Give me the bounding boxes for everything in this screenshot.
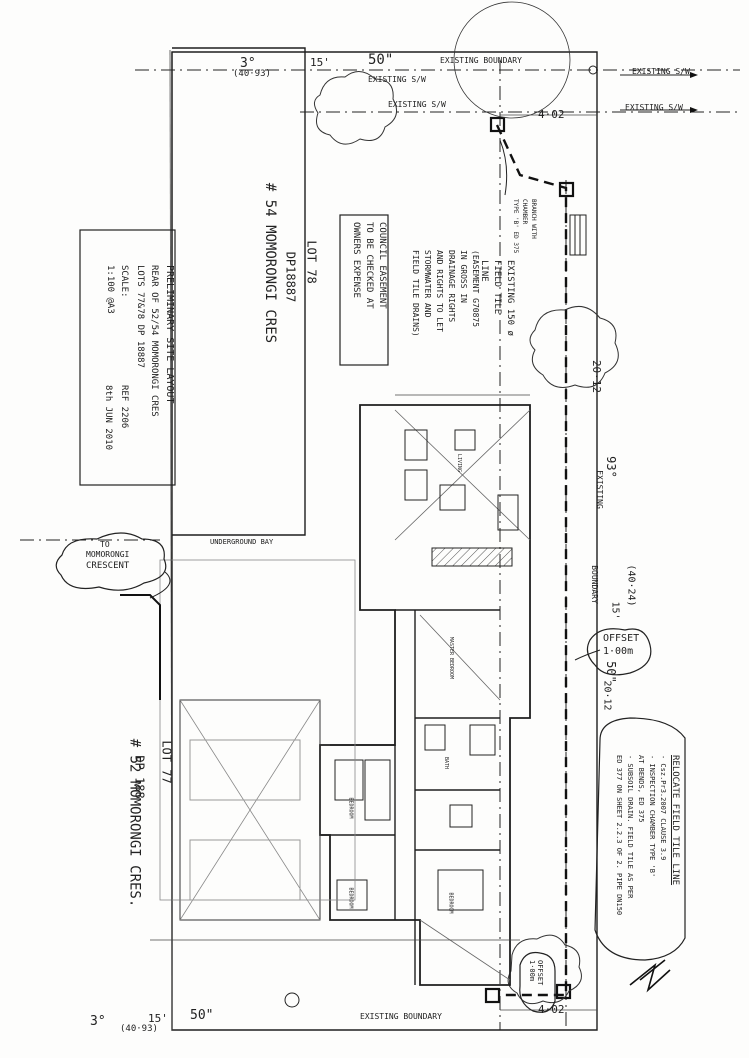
top-seconds-label: 50": [368, 52, 394, 68]
right-boundary-label: BOUNDARY: [589, 565, 599, 604]
house-footprint: [319, 404, 531, 986]
fence-marker: [569, 214, 587, 256]
address54-label: # 54 MOMORONGI CRES: [262, 182, 279, 344]
garage-outline: [159, 559, 356, 921]
dp78-label: DP18887: [283, 251, 298, 303]
bottom-bearing-value-label: (40·93): [120, 1024, 158, 1034]
trees: [314, 1, 619, 1005]
chamber-note: BRANCH WITH CHAMBER TYPE 'B' ED 375: [503, 199, 537, 279]
address52-label: # 52 MOMORONGI CRES.: [126, 738, 143, 908]
title-line-4: SCALE:: [119, 265, 129, 298]
driveway: [120, 594, 161, 700]
right-dim-5: 20·12: [601, 680, 613, 711]
title-line-3: LOTS 77&78 DP 18887: [135, 265, 145, 368]
easement-line-4: AND RIGHTS TO LET: [435, 250, 444, 332]
room-bedroom-3: BEDROOM: [447, 892, 454, 914]
bottom-bearing-label: 3°: [90, 1014, 106, 1029]
stormwater-label-1: EXISTING S/W: [368, 75, 426, 84]
top-boundary-label: EXISTING BOUNDARY: [440, 56, 522, 65]
stormwater-label-4: EXISTING S/W: [625, 103, 683, 112]
callout-bubbles: [55, 214, 686, 1013]
lot77-label: LOT 77: [159, 740, 174, 784]
easement-line-3: DRAINAGE RIGHTS: [447, 250, 456, 323]
chamber-line-1: BRANCH WITH: [530, 199, 537, 239]
title-line-6: REF 2206: [119, 385, 129, 429]
room-bedroom-2: BEDROOM: [347, 887, 354, 909]
easement-note: (EASEMENT G70875 IN GROSS IN DRAINAGE RI…: [400, 250, 480, 390]
council-line-2: TO BE CHECKED AT: [364, 222, 374, 309]
chamber-line-2: CHAMBER: [521, 199, 528, 225]
top-bearing-value-label: (40·93): [233, 69, 271, 79]
right-existing-label: EXISTING: [594, 470, 604, 509]
right-dim-3: 15': [609, 601, 621, 620]
top-bearing-label: 3°: [240, 56, 256, 71]
room-living: LIVING: [456, 453, 463, 473]
right-dim-1: 20·12: [590, 359, 604, 394]
to-street-note: TO MOMORONGI CRESCENT: [78, 540, 168, 580]
underground-bay-label: UNDERGROUND BAY: [210, 538, 274, 546]
chamber-line-3: TYPE 'B' ED 375: [512, 199, 519, 254]
survey-marks: [284, 65, 598, 1008]
bottom-boundary-label: EXISTING BOUNDARY: [360, 1012, 442, 1021]
easement-line-6: FIELD TILE DRAINS): [411, 250, 420, 337]
relocate-note: RELOCATE FIELD TILE LINE - Csz.Pr3.2007 …: [600, 755, 680, 945]
leader-arrows: [149, 74, 690, 661]
stormwater-label-3: EXISTING S/W: [632, 67, 690, 76]
right-bearing-label: 93°: [603, 456, 618, 478]
title-line-5: 1:100 @A3: [105, 265, 115, 314]
title-line-2: REAR OF 52/54 MOMORONGI CRES: [149, 265, 159, 417]
bottom-offset-label: 4·02: [538, 1003, 565, 1016]
field-tile-line-3: LINE: [479, 260, 489, 282]
lot78-label: LOT 78: [304, 240, 319, 284]
council-line-1: COUNCIL EASEMENT: [377, 222, 387, 309]
offset-callout-label: OFFSET 1·00m: [603, 633, 640, 657]
north-arrow: [629, 959, 671, 993]
to-street-line-1: TO: [100, 540, 110, 549]
title-line-1: PRELIMINARY SITE LAYOUT: [164, 265, 175, 404]
room-master-bedroom: MASTER BEDROOM: [448, 636, 455, 680]
to-street-line-2: MOMORONGI: [86, 550, 130, 559]
council-line-3: OWNERS EXPENSE: [351, 222, 361, 298]
easement-line-5: STORMWATER AND: [423, 250, 432, 318]
title-block: PRELIMINARY SITE LAYOUT REAR OF 52/54 MO…: [85, 235, 175, 535]
stormwater-label-2: EXISTING S/W: [388, 100, 446, 109]
relocate-line-4: - SUBSOIL DRAIN. FIELD TILE AS PER: [626, 755, 634, 899]
council-note: COUNCIL EASEMENT TO BE CHECKED AT OWNERS…: [343, 222, 387, 362]
room-bedroom-1: BEDROOM: [347, 797, 354, 819]
bottom-seconds-label: 50": [190, 1008, 214, 1023]
to-street-line-3: CRESCENT: [86, 561, 130, 571]
title-line-7: 8th JUN 2010: [103, 385, 113, 451]
field-tile-line-2: FIELD TILE: [492, 260, 502, 315]
relocate-line-2: - INSPECTION CHAMBER TYPE 'B': [648, 755, 656, 878]
offset-bottom-callout-label: OFFSET 1·00m: [528, 960, 544, 986]
room-bath: BATH: [443, 756, 450, 770]
relocate-line-1: - Csz.Pr3.2007 CLAUSE 3.9: [659, 755, 667, 861]
field-tile-line: [495, 124, 568, 997]
bottom-minutes-label: 15': [148, 1012, 168, 1025]
top-offset-label: 4·02: [538, 108, 565, 121]
relocate-line-5: ED 377 ON SHEET 2.2.3 OF 2. PIPE DN150: [615, 755, 623, 916]
right-dim-2: (40·24): [625, 564, 637, 607]
top-minutes-label: 15': [310, 56, 330, 69]
relocate-title: RELOCATE FIELD TILE LINE: [670, 755, 680, 886]
easement-line-2: IN GROSS IN: [459, 250, 468, 303]
relocate-line-3: AT BENDS, ED 375: [637, 755, 645, 823]
